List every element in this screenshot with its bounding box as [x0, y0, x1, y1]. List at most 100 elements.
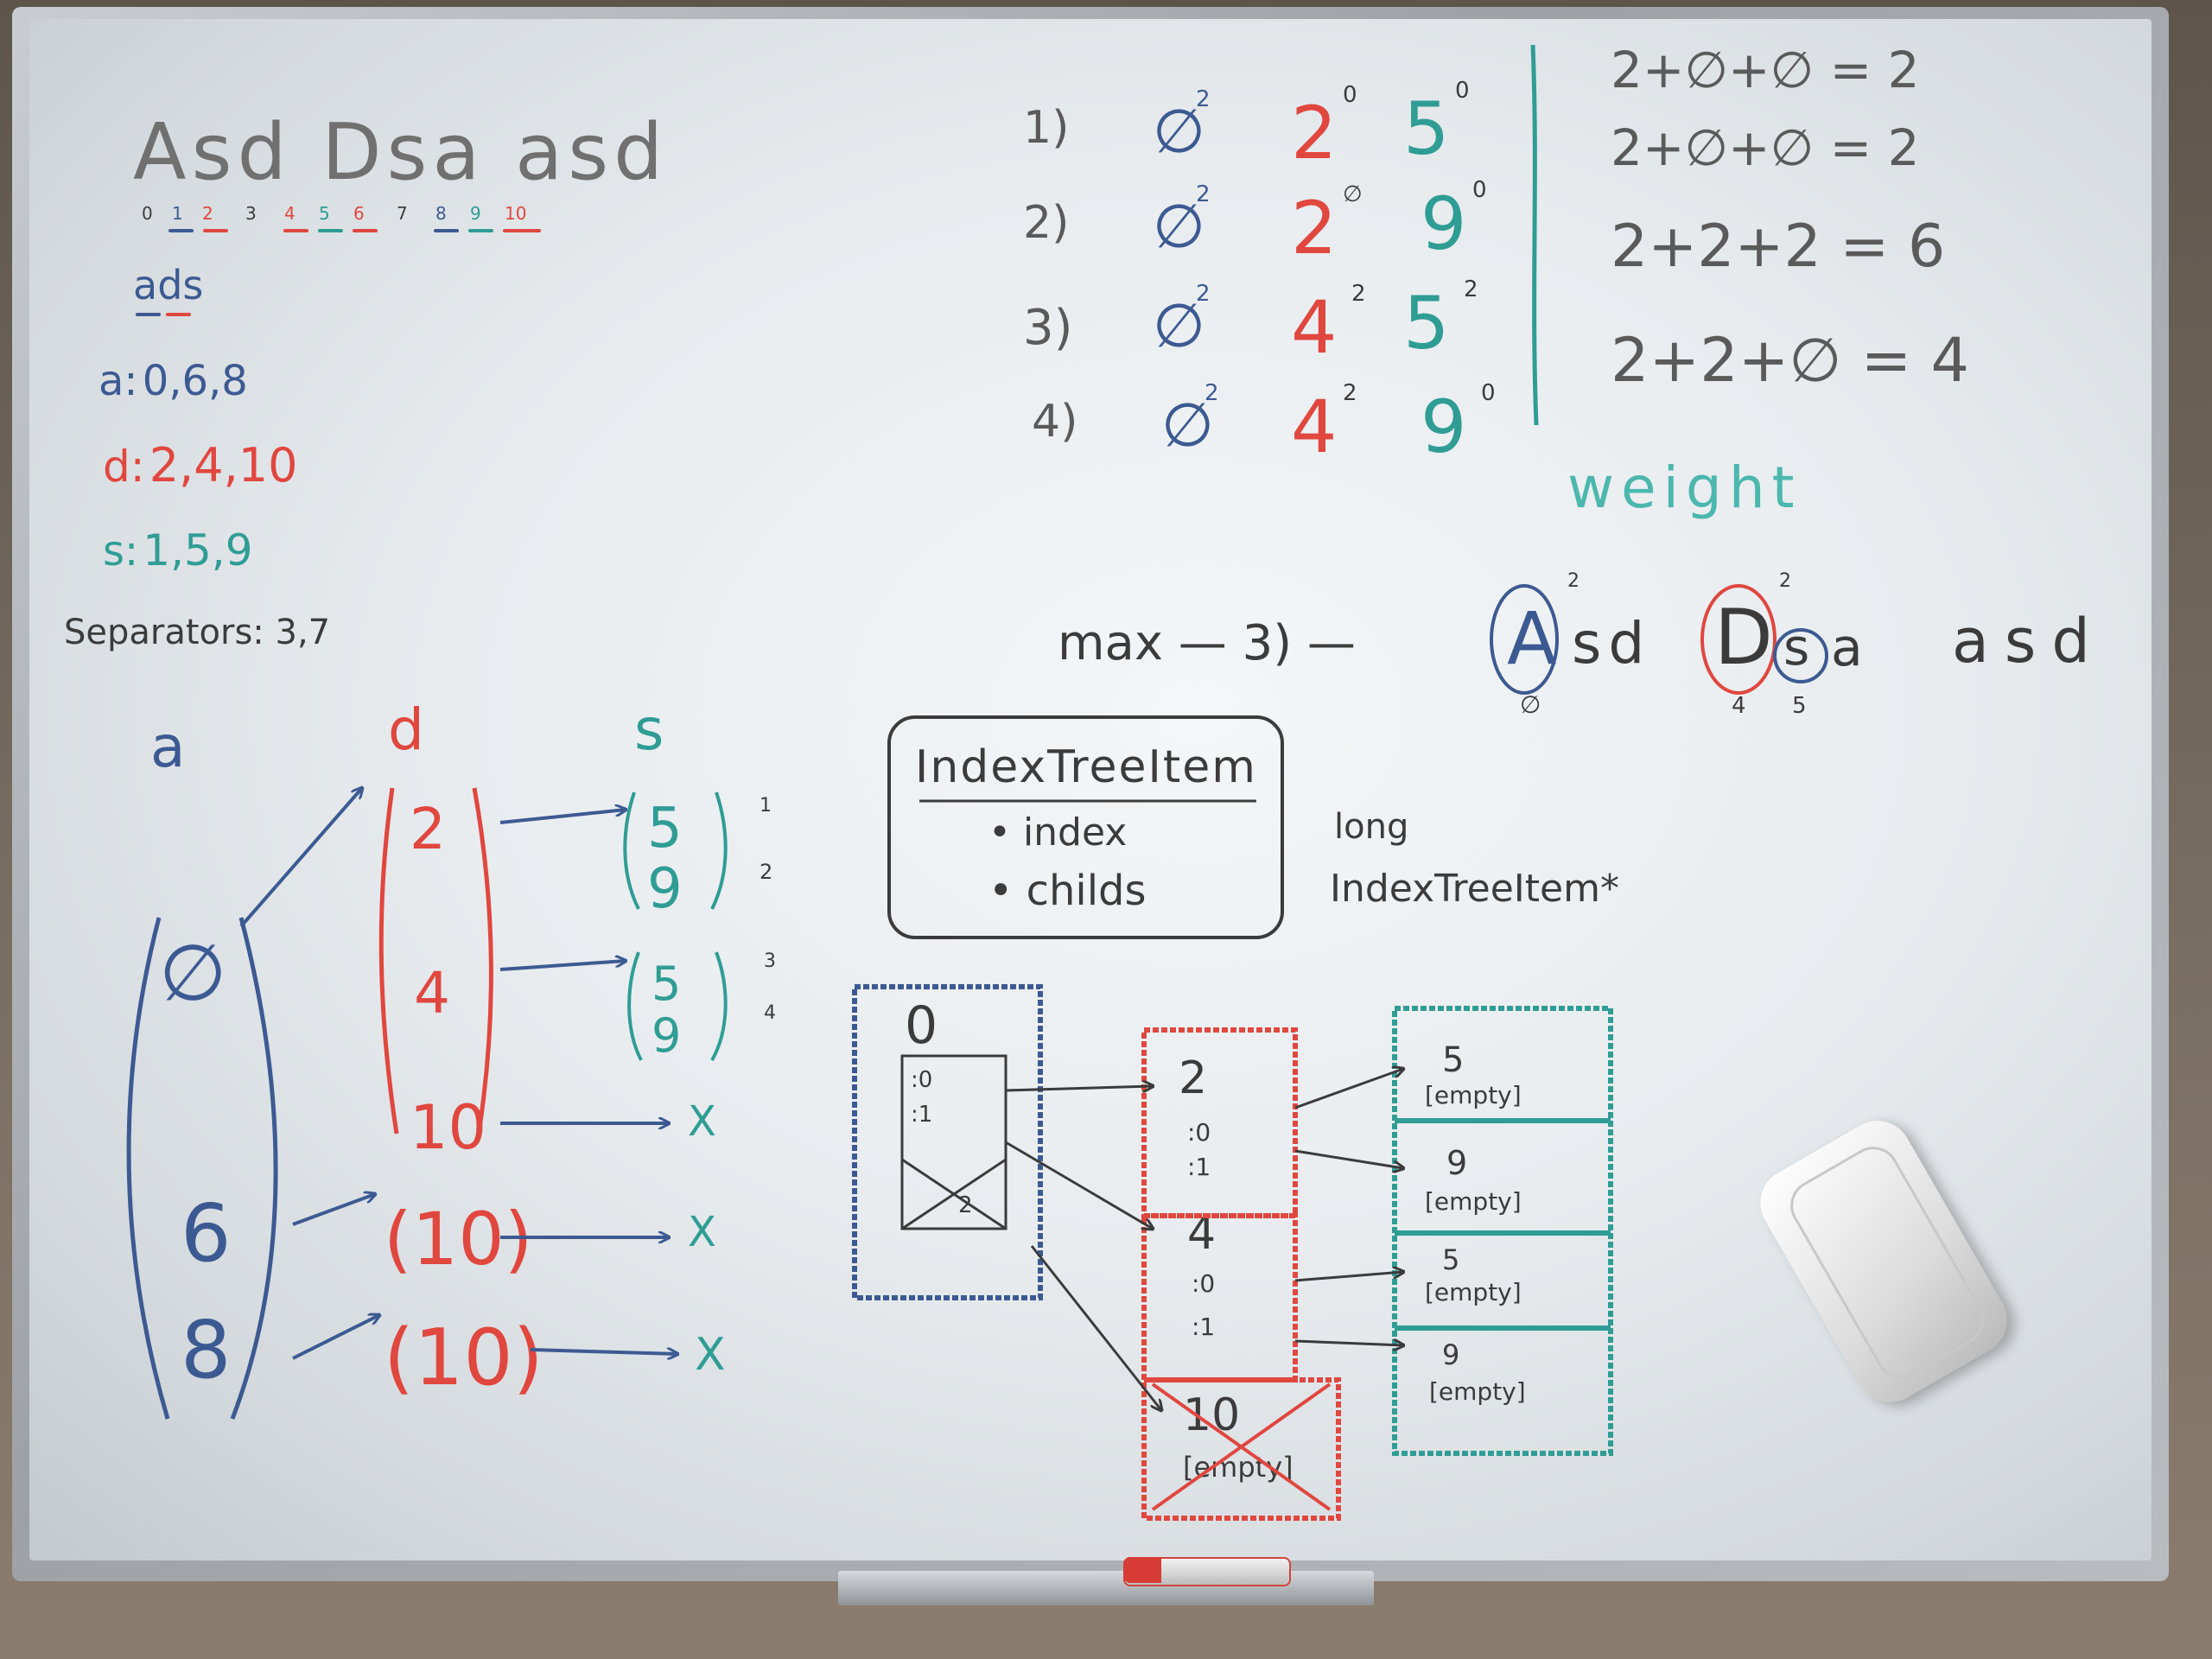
d-line-values: 2,4,10: [149, 438, 298, 493]
leaf-box-3-text: [empty]: [1425, 1278, 1522, 1306]
combo-d-weight: 2: [1351, 281, 1366, 307]
combo-a-weight: 2: [1196, 86, 1211, 112]
combo-d: 4: [1291, 385, 1338, 469]
combo-s-weight: 0: [1472, 177, 1487, 203]
combo-s-weight: 2: [1464, 276, 1478, 302]
mid-box-2-label: 2: [1179, 1052, 1208, 1104]
struct-title: IndexTreeItem: [915, 741, 1257, 793]
index-8: 8: [435, 203, 447, 224]
combo-s: 9: [1421, 181, 1467, 266]
s-group-1-num-b: 2: [760, 860, 773, 884]
index-2: 2: [202, 203, 213, 224]
leaf-box-4-label: 9: [1442, 1338, 1460, 1371]
mid-box-2-entry-1: :1: [1187, 1153, 1211, 1181]
d-node-10-c: (10): [384, 1313, 543, 1403]
query-string: ads: [133, 262, 204, 308]
combo-d: 4: [1291, 285, 1338, 370]
sums-column: 2+∅+∅ = 2 2+∅+∅ = 2 2+2+2 = 6 2+2+∅ = 4: [1576, 36, 2008, 416]
combo-a: ∅: [1153, 290, 1205, 361]
root-entry-1: :1: [911, 1102, 933, 1128]
sum-line-1: 2+∅+∅ = 2: [1611, 41, 1920, 99]
separators-line: Separators: 3,7: [64, 613, 331, 652]
ink-strokes: [126, 44, 1828, 1521]
circled-d-weight: 2: [1779, 570, 1791, 592]
combo-s-weight: 0: [1455, 78, 1470, 104]
index-7: 7: [397, 203, 408, 224]
d-node-10: 10: [410, 1092, 487, 1163]
combo-a-weight: 2: [1196, 281, 1211, 307]
s-group-1-five: 5: [647, 797, 683, 861]
max-prefix: max — 3) —: [1058, 615, 1356, 671]
leaf-box-1-text: [empty]: [1425, 1081, 1522, 1109]
s-group-1-num-a: 1: [760, 795, 772, 817]
circled-d: D: [1714, 593, 1773, 682]
combo-row-2: 2) ∅ 2 2 ∅ 9 0: [1023, 179, 1559, 270]
mid-box-4-label: 4: [1187, 1208, 1217, 1260]
d-node-2: 2: [410, 796, 446, 862]
sum-line-3: 2+2+2 = 6: [1611, 213, 1946, 281]
leaf-box-2-text: [empty]: [1425, 1187, 1522, 1216]
column-s-header: s: [634, 696, 664, 763]
combo-d-weight: 2: [1343, 380, 1357, 406]
circled-a-index: ∅: [1520, 690, 1541, 719]
whiteboard: Asd Dsa asd 0 1 2 3 4 5 6 7 8 9 10 ads a…: [29, 19, 2152, 1560]
d-node-4: 4: [414, 960, 450, 1027]
root-entry-0: :0: [911, 1067, 933, 1093]
index-3: 3: [245, 203, 257, 224]
index-10: 10: [505, 203, 527, 224]
mid-box-4-entry-0: :0: [1192, 1269, 1216, 1298]
combo-number: 1): [1023, 102, 1070, 154]
a-node-8: 8: [181, 1304, 232, 1396]
heading-string: Asd Dsa asd: [133, 107, 669, 198]
a-index-line: a: 0,6,8: [99, 360, 248, 402]
column-a-header: a: [150, 714, 186, 780]
a-node-0: ∅: [159, 928, 227, 1019]
circled-a-weight: 2: [1567, 570, 1580, 592]
index-4: 4: [284, 203, 296, 224]
combo-s: 9: [1421, 385, 1467, 469]
mid-box-2-entry-0: :0: [1187, 1118, 1211, 1147]
weight-label: weight: [1567, 454, 1802, 521]
s-group-2-five: 5: [652, 957, 682, 1011]
a-line-values: 0,6,8: [142, 357, 248, 405]
heading-underlines: [136, 229, 541, 316]
marker-tray: [838, 1571, 1374, 1605]
struct-type-pointer: IndexTreeItem*: [1330, 867, 1619, 911]
leaf-box-4-text: [empty]: [1429, 1377, 1526, 1406]
index-9: 9: [470, 203, 481, 224]
root-box-label: 0: [905, 995, 938, 1056]
combo-d-weight: 0: [1343, 82, 1357, 108]
a-line-label: a:: [99, 357, 138, 405]
index-6: 6: [353, 203, 365, 224]
d-line-label: d:: [103, 442, 145, 492]
sum-line-4: 2+2+∅ = 4: [1611, 325, 1970, 396]
combo-d-weight: ∅: [1343, 181, 1363, 207]
combo-row-4: 4) ∅ 2 4 2 9 0: [1023, 373, 1559, 469]
combo-number: 4): [1032, 396, 1078, 448]
marker-cap: [1123, 1557, 1161, 1583]
circled-d-index: 4: [1732, 693, 1746, 719]
circled-a: A: [1507, 596, 1557, 681]
combo-a-weight: 2: [1205, 380, 1219, 406]
combo-number: 2): [1023, 197, 1070, 249]
word3: asd: [1952, 606, 2106, 677]
combo-d: 2: [1291, 91, 1338, 175]
s-group-2-num-a: 3: [764, 950, 776, 972]
index-0: 0: [142, 203, 153, 224]
d-index-line: d: 2,4,10: [103, 442, 297, 489]
combo-row-1: 1) ∅ 2 2 0 5 0: [1023, 79, 1559, 175]
circled-s-index: 5: [1792, 693, 1807, 719]
struct-field-index: • index: [988, 810, 1128, 855]
combo-s-weight: 0: [1481, 380, 1496, 406]
combo-list: 1) ∅ 2 2 0 5 0 2) ∅ 2 2 ∅ 9 0 3) ∅ 2 4 2…: [1023, 71, 1559, 468]
s-group-1-nine: 9: [647, 857, 683, 921]
sum-line-2: 2+∅+∅ = 2: [1611, 118, 1920, 177]
struct-field-childs: • childs: [988, 867, 1147, 915]
combo-a: ∅: [1153, 96, 1205, 167]
s-line-label: s:: [103, 527, 139, 575]
leaf-box-2-label: 9: [1446, 1144, 1468, 1182]
combo-s: 5: [1403, 86, 1450, 171]
s-index-line: s: 1,5,9: [103, 529, 253, 572]
s-group-2-nine: 9: [652, 1008, 682, 1063]
index-row: 0 1 2 3 4 5 6 7 8 9 10: [142, 196, 677, 231]
